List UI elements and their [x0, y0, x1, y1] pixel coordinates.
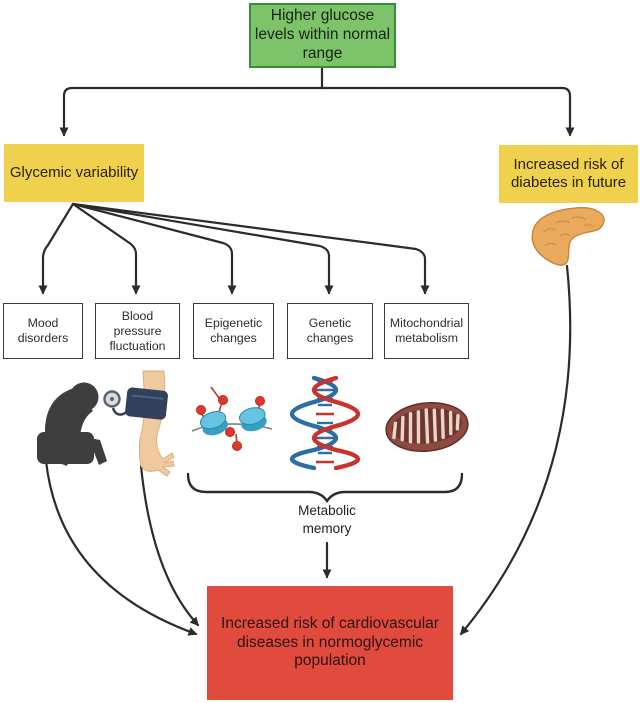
- node-mood-disorders: Mood disorders: [3, 303, 83, 359]
- arrow-person-to-cvd: [44, 459, 198, 636]
- node-mitochondrial-metabolism: Mitochondrial metabolism: [384, 303, 469, 359]
- arrow-glycemic-to-blood-pressure: [71, 202, 141, 295]
- epigenetic-marks-icon: [191, 386, 273, 451]
- node-blood-pressure-fluctuation: Blood pressure fluctuation: [95, 303, 180, 359]
- metabolic-memory-brace: [186, 472, 464, 504]
- node-higher-glucose: Higher glucose levels within normal rang…: [249, 3, 396, 68]
- node-genetic-changes: Genetic changes: [287, 303, 373, 359]
- dna-helix-icon: [290, 375, 360, 471]
- node-cvd-risk: Increased risk of cardiovascular disease…: [207, 586, 453, 700]
- blood-pressure-cuff-icon: [103, 370, 175, 477]
- node-diabetes-risk: Increased risk of diabetes in future: [499, 145, 638, 203]
- metabolic-memory-label: Metabolic memory: [298, 503, 356, 536]
- arrow-root-to-diabetes: [320, 86, 575, 137]
- arrow-glycemic-to-mitochondrial: [71, 202, 430, 295]
- arrow-glycemic-to-mood: [38, 202, 75, 295]
- arrow-glycemic-to-epigenetic: [71, 202, 237, 295]
- arrow-bp-to-cvd: [139, 464, 200, 627]
- mitochondrion-icon: [385, 401, 469, 453]
- node-epigenetic-changes: Epigenetic changes: [193, 303, 274, 359]
- arrow-root-to-glycemic: [59, 86, 324, 137]
- depressed-person-icon: [37, 382, 107, 466]
- arrow-glycemic-to-genetic: [71, 202, 334, 295]
- pancreas-icon: [531, 206, 605, 266]
- node-glycemic-variability: Glycemic variability: [4, 144, 144, 202]
- arrow-pancreas-to-cvd: [459, 264, 572, 636]
